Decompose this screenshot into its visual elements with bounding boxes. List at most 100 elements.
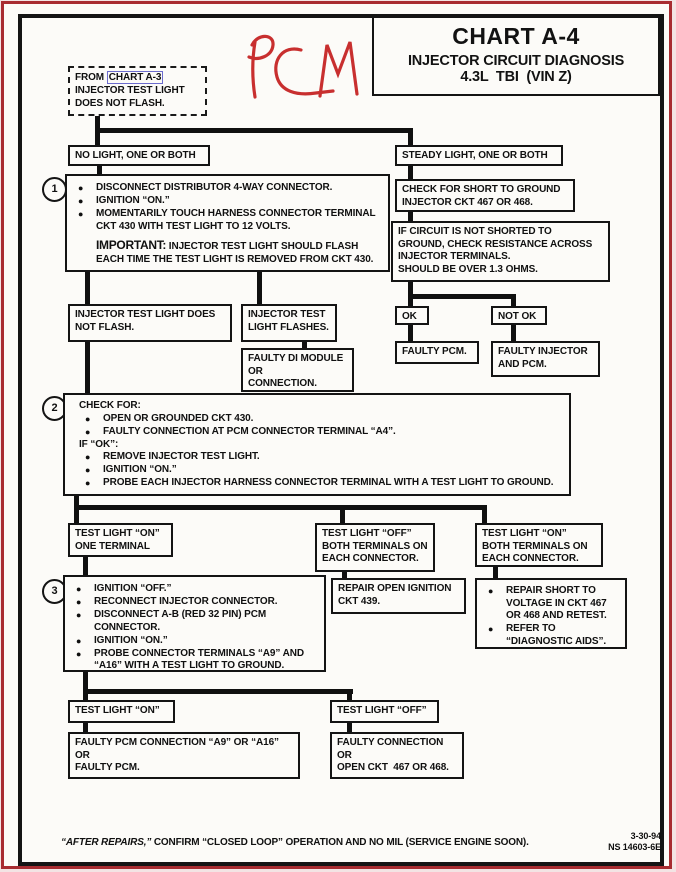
bullet-text: PROBE EACH INJECTOR HARNESS CONNECTOR TE… — [103, 477, 554, 488]
bullet-icon: ● — [488, 624, 494, 634]
text-line: REPAIR OPEN IGNITION — [338, 583, 452, 594]
flow-box-faulty-pcm-connection: FAULTY PCM CONNECTION “A9” OR “A16” OR F… — [68, 732, 300, 779]
document-number: NS 14603-6E — [608, 842, 661, 852]
bullet-text: IGNITION “ON.” — [103, 464, 177, 475]
flow-box-ok: OK — [395, 306, 429, 325]
connector-line — [347, 689, 352, 701]
text-line: FAULTY PCM. — [402, 346, 467, 357]
connector-line — [482, 505, 487, 524]
repair-short-bullets: ●REPAIR SHORT TO VOLTAGE IN CKT 467 OR 4… — [482, 585, 620, 648]
connector-line — [511, 324, 516, 342]
text-line: TEST LIGHT “OFF” — [322, 528, 412, 539]
flow-box-step2: CHECK FOR: ●OPEN OR GROUNDED CKT 430. ●F… — [63, 393, 571, 496]
revision-date: 3-30-94 — [630, 831, 661, 841]
connector-line — [85, 270, 90, 305]
text-line: SHOULD BE OVER 1.3 OHMS. — [398, 263, 538, 275]
connector-line — [511, 294, 516, 307]
bullet-icon: ● — [488, 586, 494, 596]
bullet-text: REFER TO “DIAGNOSTIC AIDS”. — [506, 623, 607, 647]
bullet-text: RECONNECT INJECTOR CONNECTOR. — [94, 596, 278, 607]
text-line: INJECTOR TERMINALS. — [398, 251, 511, 262]
flow-box-start-from-chart-a3: FROM CHART A-3 INJECTOR TEST LIGHT DOES … — [68, 66, 207, 116]
bullet-icon: ● — [85, 413, 91, 424]
flow-box-test-light-on: TEST LIGHT “ON” — [68, 700, 175, 723]
connector-line — [408, 281, 413, 296]
connector-line — [408, 324, 413, 342]
connector-line — [83, 671, 88, 692]
flow-box-faulty-injector-and-pcm: FAULTY INJECTOR AND PCM. — [491, 341, 600, 377]
text-line: FAULTY INJECTOR — [498, 346, 588, 357]
pcm-letter-p-bowl — [247, 34, 275, 60]
flow-box-faulty-pcm: FAULTY PCM. — [395, 341, 479, 364]
important-label: IMPORTANT: — [96, 238, 167, 252]
flow-box-faulty-di-module: FAULTY DI MODULE OR CONNECTION. — [241, 348, 354, 392]
text-line: FAULTY CONNECTION — [337, 737, 444, 748]
flow-box-test-light-flashes: INJECTOR TEST LIGHT FLASHES. — [241, 304, 337, 342]
bullet-icon: ● — [78, 196, 84, 206]
text-line: EACH CONNECTOR. — [482, 553, 579, 564]
flow-box-faulty-connection-open-ckt: FAULTY CONNECTION OR OPEN CKT 467 OR 468… — [330, 732, 464, 779]
pcm-letter-m — [318, 41, 359, 98]
connector-line — [257, 270, 262, 305]
chart-a3-link[interactable]: CHART A-3 — [106, 71, 164, 84]
bullet-text: REMOVE INJECTOR TEST LIGHT. — [103, 451, 260, 462]
text-line: FAULTY DI MODULE — [248, 353, 344, 364]
connector-line — [85, 341, 90, 394]
connector-line — [83, 689, 88, 701]
text-line: BOTH TERMINALS ON — [482, 540, 588, 552]
flow-box-test-light-does-not-flash: INJECTOR TEST LIGHT DOES NOT FLASH. — [68, 304, 232, 342]
flow-box-step1: ● DISCONNECT DISTRIBUTOR 4-WAY CONNECTOR.… — [65, 174, 390, 272]
important-text: INJECTOR TEST LIGHT SHOULD FLASH EACH TI… — [96, 241, 374, 265]
text-line: OR — [75, 749, 90, 761]
connector-line — [97, 165, 102, 175]
flow-box-step3: ●IGNITION “OFF.” ● RECONNECT INJECTOR CON… — [63, 575, 326, 672]
after-repairs-note: “AFTER REPAIRS,” CONFIRM “CLOSED LOOP” O… — [61, 837, 601, 848]
bullet-icon: ● — [76, 610, 82, 620]
connector-line — [408, 294, 516, 299]
start-line-2: INJECTOR TEST LIGHT — [75, 85, 185, 96]
step-number-text: 3 — [51, 585, 58, 597]
bullet-text: DISCONNECT DISTRIBUTOR 4-WAY CONNECTOR. — [96, 182, 333, 193]
text-line: OPEN CKT 467 OR 468. — [337, 762, 449, 773]
text-line: TEST LIGHT “ON” — [75, 705, 160, 716]
text-line: CHECK FOR SHORT TO GROUND — [402, 184, 561, 195]
text-line: FAULTY PCM. — [75, 762, 140, 773]
bullet-icon: ● — [85, 478, 91, 488]
bullet-item: ● PROBE EACH INJECTOR HARNESS CONNECTOR T… — [79, 477, 564, 490]
after-repairs-text: CONFIRM “CLOSED LOOP” OPERATION AND NO M… — [151, 837, 529, 848]
bullet-item: ●IGNITION “ON.” — [72, 195, 383, 208]
bullet-item: ●REMOVE INJECTOR TEST LIGHT. — [79, 451, 564, 464]
bullet-icon: ● — [85, 465, 91, 475]
flow-box-repair-short-to-voltage: ●REPAIR SHORT TO VOLTAGE IN CKT 467 OR 4… — [475, 578, 627, 649]
chart-subtitle: INJECTOR CIRCUIT DIAGNOSIS — [407, 53, 625, 69]
bullet-text: FAULTY CONNECTION AT PCM CONNECTOR TERMI… — [103, 425, 396, 437]
flow-box-test-light-on-both-terminals: TEST LIGHT “ON” BOTH TERMINALS ON EACH C… — [475, 523, 603, 567]
step-number-text: 2 — [51, 402, 58, 414]
bullet-text: MOMENTARILY TOUCH HARNESS CONNECTOR TERM… — [96, 208, 376, 232]
flow-box-check-short-to-ground: CHECK FOR SHORT TO GROUND INJECTOR CKT 4… — [395, 179, 575, 212]
bullet-item: ●IGNITION “OFF.” — [70, 583, 319, 596]
bullet-text: OPEN OR GROUNDED CKT 430. — [103, 412, 254, 424]
text-line: AND PCM. — [498, 358, 547, 370]
branch-label: NO LIGHT, ONE OR BOTH — [75, 150, 196, 161]
bullet-icon: ● — [76, 635, 82, 646]
bullet-item: ●DISCONNECT A-B (RED 32 PIN) PCM CONNECT… — [70, 609, 319, 634]
text-line: OR — [248, 365, 263, 377]
connector-line — [408, 165, 413, 180]
bullet-item: ●FAULTY CONNECTION AT PCM CONNECTOR TERM… — [79, 426, 564, 439]
text-line: CONNECTION. — [248, 378, 317, 389]
step-number-1: 1 — [42, 177, 67, 202]
page-border — [18, 14, 664, 866]
flow-box-test-light-off: TEST LIGHT “OFF” — [330, 700, 439, 723]
bullet-icon: ● — [76, 584, 82, 594]
flow-box-steady-light: STEADY LIGHT, ONE OR BOTH — [395, 145, 563, 166]
connector-line — [342, 571, 347, 579]
text-line: LIGHT FLASHES. — [248, 321, 329, 333]
connector-line — [83, 722, 88, 733]
step2-if-ok-line: IF “OK”: — [79, 438, 119, 450]
text-line: BOTH TERMINALS ON — [322, 540, 428, 552]
step3-bullets: ●IGNITION “OFF.” ● RECONNECT INJECTOR CON… — [70, 583, 319, 673]
bullet-item: ● OPEN OR GROUNDED CKT 430. — [79, 413, 564, 426]
start-prefix: FROM — [75, 72, 107, 83]
bullet-item: ●IGNITION “ON.” — [70, 635, 319, 648]
